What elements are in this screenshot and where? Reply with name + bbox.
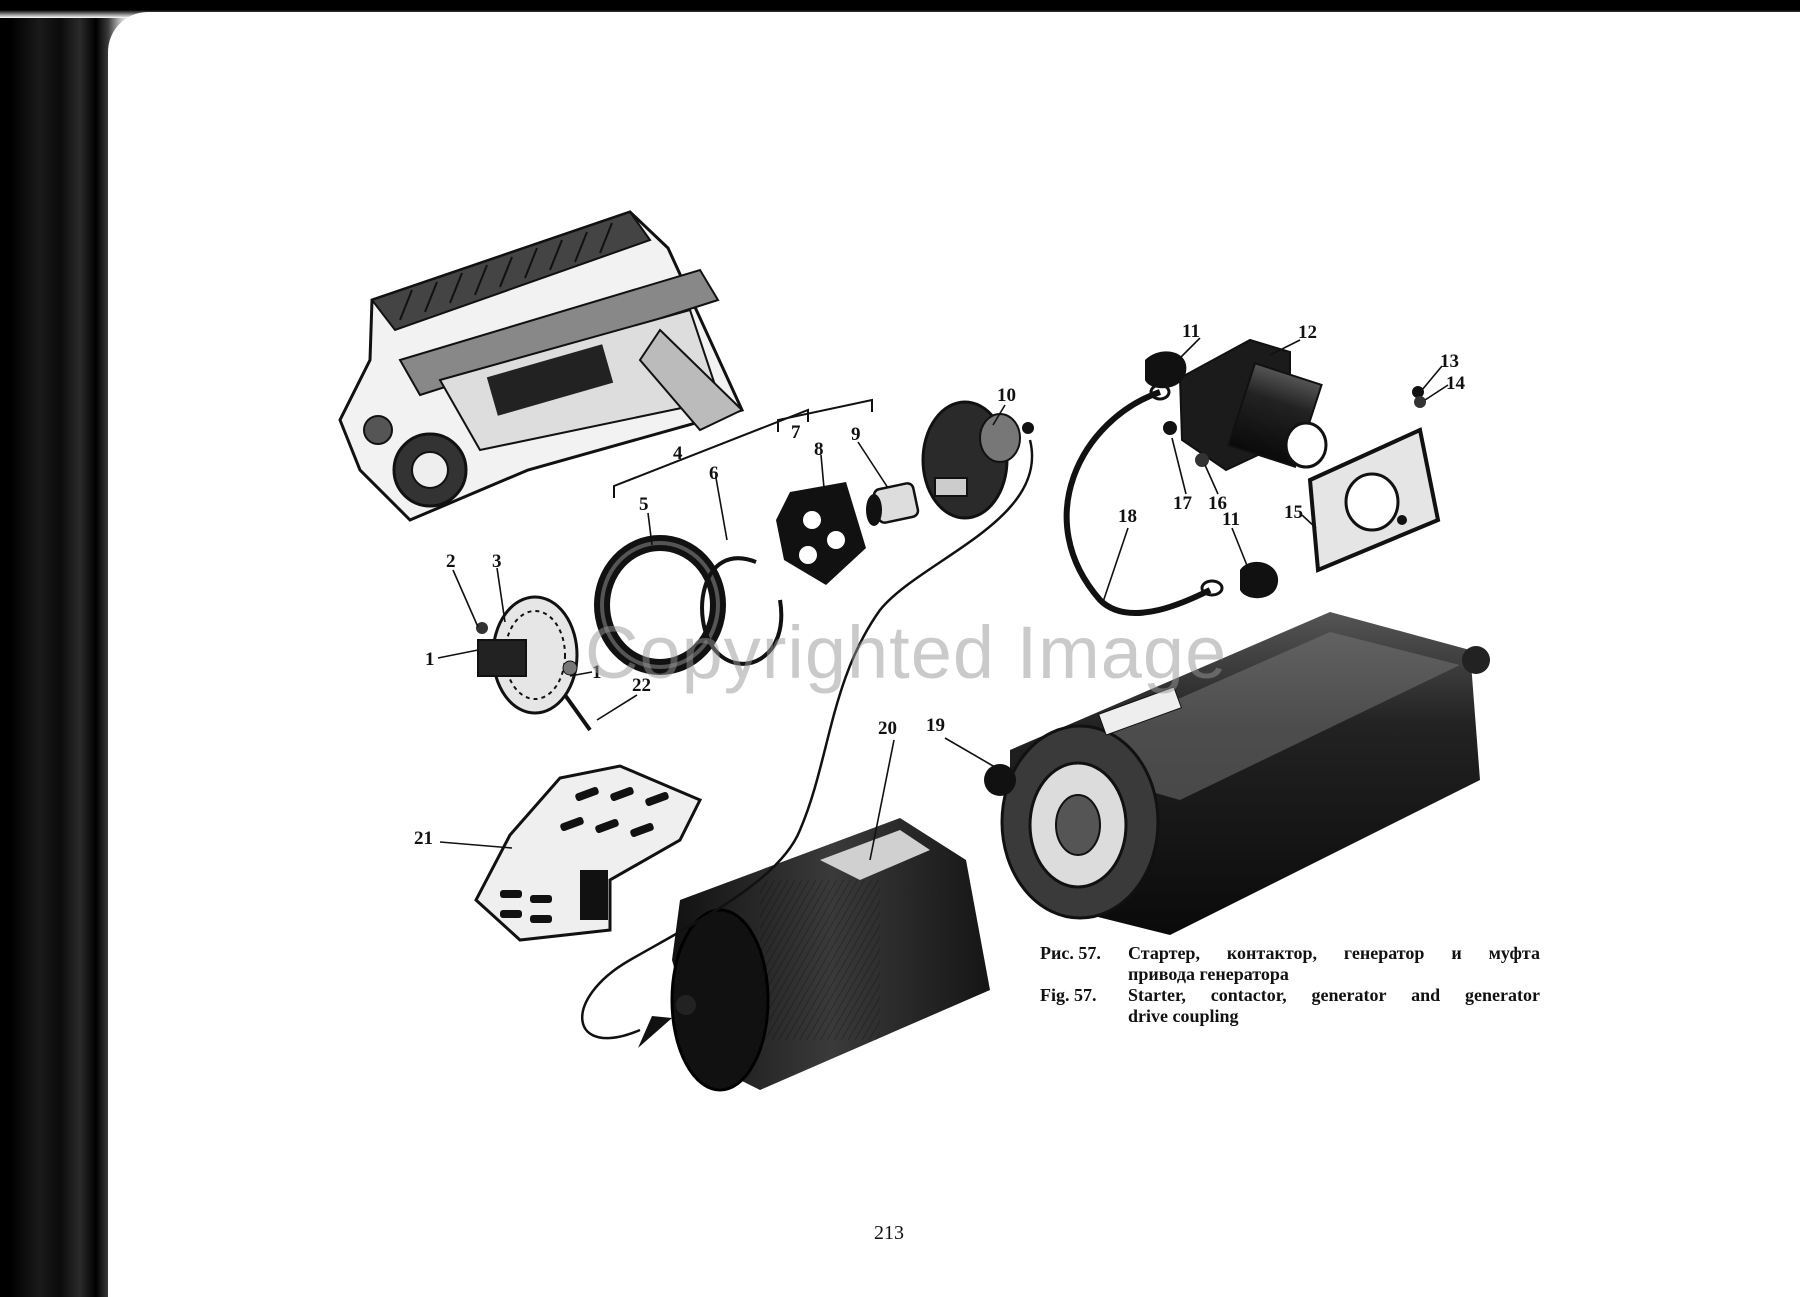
figure-caption: Рис. 57. Стартер, контактор, генератор и… bbox=[1040, 943, 1540, 1027]
callout-5: 5 bbox=[639, 494, 649, 515]
leader-lines bbox=[437, 337, 1449, 861]
callout-7: 7 bbox=[791, 422, 801, 443]
caption-en-prefix: Fig. 57. bbox=[1040, 985, 1097, 1005]
page-sheet bbox=[108, 12, 1800, 1297]
group-brackets bbox=[613, 398, 873, 498]
terminal-cap-part-11a bbox=[1145, 351, 1187, 389]
caption-en-row: Fig. 57. Starter, contactor, generator a… bbox=[1040, 985, 1540, 1006]
flow-arrow-icon bbox=[638, 1016, 672, 1048]
callout-16: 16 bbox=[1208, 493, 1227, 514]
callout-17: 17 bbox=[1173, 493, 1192, 514]
assembly-flow-line bbox=[580, 439, 1034, 1040]
cable-part-18 bbox=[1063, 389, 1212, 616]
callout-18: 18 bbox=[1118, 506, 1137, 527]
callout-10: 10 bbox=[997, 385, 1016, 406]
snap-ring-part-6 bbox=[700, 556, 784, 666]
copyright-watermark: Copyrighted Image bbox=[585, 611, 1228, 694]
callout-11a: 11 bbox=[1182, 321, 1200, 342]
bolt-part-17 bbox=[1163, 421, 1177, 435]
ring-part-5 bbox=[594, 535, 726, 675]
caption-en-line2: drive coupling bbox=[1128, 1006, 1239, 1026]
caption-ru-row: Рис. 57. Стартер, контактор, генератор и… bbox=[1040, 943, 1540, 964]
cover-part-21 bbox=[474, 764, 703, 942]
callout-1b: 1 bbox=[592, 662, 602, 683]
callout-4: 4 bbox=[673, 443, 683, 464]
callout-1a: 1 bbox=[425, 649, 435, 670]
nuts-part-13-14 bbox=[1412, 386, 1426, 408]
callout-2: 2 bbox=[446, 551, 456, 572]
caption-ru-prefix: Рис. 57. bbox=[1040, 943, 1101, 963]
caption-ru-line1: Стартер, контактор, генератор и муфта bbox=[1128, 943, 1540, 963]
generator-part-20 bbox=[670, 818, 990, 1092]
engine-block bbox=[338, 210, 745, 522]
callout-19: 19 bbox=[926, 715, 945, 736]
terminal-cap-part-11b bbox=[1240, 561, 1279, 599]
caption-en-line1: Starter, contactor, generator and genera… bbox=[1128, 985, 1540, 1005]
callout-20: 20 bbox=[878, 718, 897, 739]
callout-3: 3 bbox=[492, 551, 502, 572]
rubber-coupling-part-8 bbox=[776, 482, 866, 585]
callout-12: 12 bbox=[1298, 322, 1317, 343]
caption-ru-line2: привода генератора bbox=[1128, 964, 1289, 984]
callout-15: 15 bbox=[1284, 502, 1303, 523]
drive-flange-part-10 bbox=[921, 400, 1034, 520]
callout-22: 22 bbox=[632, 675, 651, 696]
contactor-part-12 bbox=[1178, 338, 1328, 472]
callout-13: 13 bbox=[1440, 351, 1459, 372]
callout-21: 21 bbox=[414, 828, 433, 849]
callout-6: 6 bbox=[709, 463, 719, 484]
bushing-part-9 bbox=[866, 482, 920, 526]
callout-14: 14 bbox=[1446, 373, 1465, 394]
page-number: 213 bbox=[874, 1222, 904, 1244]
nut-part-16 bbox=[1195, 453, 1209, 467]
starter-part-19 bbox=[984, 612, 1490, 935]
coupling-flange bbox=[476, 595, 592, 732]
callout-9: 9 bbox=[851, 424, 861, 445]
callout-11b: 11 bbox=[1222, 509, 1240, 530]
mounting-plate-part-15 bbox=[1307, 427, 1441, 573]
callout-8: 8 bbox=[814, 439, 824, 460]
